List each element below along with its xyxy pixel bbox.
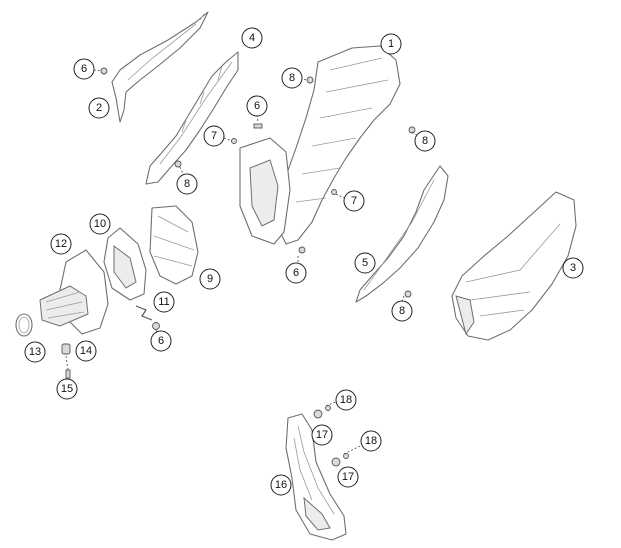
callout-5: 5 [354, 252, 376, 274]
part-5-side-bracket [355, 165, 449, 303]
part-13-clamp [15, 313, 33, 337]
svg-text:14: 14 [80, 345, 92, 357]
part-11-clip [135, 305, 160, 330]
part-9-filter-cage [149, 205, 199, 285]
svg-text:17: 17 [342, 471, 354, 483]
callout-16: 16 [270, 474, 292, 496]
svg-text:8: 8 [184, 178, 190, 190]
svg-text:17: 17 [316, 429, 328, 441]
svg-text:7: 7 [351, 195, 357, 207]
callout-6: 6 [73, 58, 95, 80]
svg-text:11: 11 [158, 296, 169, 308]
callouts: 1 2 3 4 5 6 6 6 6 7 7 8 8 8 8 9 10 11 12… [24, 27, 584, 496]
part-14-fitting [61, 343, 71, 379]
svg-text:8: 8 [289, 72, 295, 84]
callout-2: 2 [88, 97, 110, 119]
callout-6: 6 [285, 262, 307, 284]
svg-text:4: 4 [249, 32, 255, 44]
svg-text:6: 6 [293, 267, 299, 279]
callout-8: 8 [281, 67, 303, 89]
callout-8: 8 [391, 300, 413, 322]
callout-9: 9 [199, 268, 221, 290]
svg-text:6: 6 [81, 63, 87, 75]
svg-text:8: 8 [422, 135, 428, 147]
callout-13: 13 [24, 341, 46, 363]
callout-7: 7 [203, 125, 225, 147]
callout-11: 11 [153, 291, 175, 313]
svg-text:6: 6 [158, 335, 164, 347]
callout-18: 18 [335, 389, 357, 411]
callout-7: 7 [343, 190, 365, 212]
part-10-filter-frame [103, 227, 147, 301]
callout-15: 15 [56, 378, 78, 400]
callout-12: 12 [50, 233, 72, 255]
svg-text:15: 15 [61, 383, 73, 395]
callout-1: 1 [380, 33, 402, 55]
callout-18: 18 [360, 430, 382, 452]
svg-text:5: 5 [362, 257, 368, 269]
part-2-fairing [111, 11, 209, 123]
callout-8: 8 [176, 173, 198, 195]
callout-17: 17 [311, 424, 333, 446]
svg-text:13: 13 [29, 346, 41, 358]
callout-8: 8 [414, 130, 436, 152]
svg-text:18: 18 [340, 394, 352, 406]
callout-10: 10 [89, 213, 111, 235]
callout-17: 17 [337, 466, 359, 488]
svg-text:2: 2 [96, 102, 102, 114]
callout-14: 14 [75, 340, 97, 362]
svg-text:18: 18 [365, 435, 377, 447]
callout-3: 3 [562, 257, 584, 279]
svg-text:16: 16 [275, 479, 287, 491]
callout-4: 4 [241, 27, 263, 49]
svg-text:9: 9 [207, 273, 213, 285]
callout-6: 6 [246, 95, 268, 117]
svg-text:3: 3 [570, 262, 576, 274]
svg-text:12: 12 [55, 238, 67, 250]
svg-text:1: 1 [388, 38, 394, 50]
svg-text:10: 10 [94, 218, 106, 230]
part-16-frame-guard [285, 413, 347, 541]
svg-text:8: 8 [399, 305, 405, 317]
hardware-fasteners [100, 67, 416, 467]
part-12-air-filter [39, 249, 109, 335]
part-4-intake-cover [145, 51, 239, 185]
callout-6: 6 [150, 330, 172, 352]
svg-text:6: 6 [254, 100, 260, 112]
part-3-side-panel [451, 191, 577, 341]
svg-text:7: 7 [211, 130, 217, 142]
part-1-airbox [239, 45, 401, 245]
